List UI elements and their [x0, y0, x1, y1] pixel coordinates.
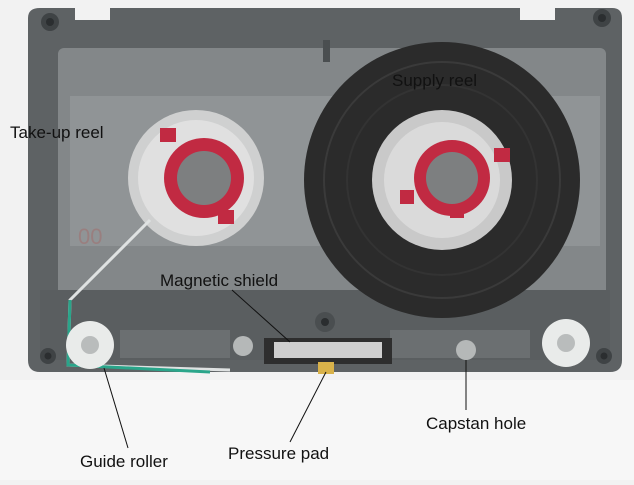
leader-lines	[103, 289, 467, 449]
capstan-hole-right	[456, 340, 476, 360]
supply-reel-label: Supply reel	[392, 71, 478, 90]
svg-text:00: 00	[78, 224, 102, 249]
leader-line-pressure-pad	[289, 371, 327, 443]
guide-roller-label: Guide roller	[80, 452, 168, 471]
caption-area	[0, 380, 634, 480]
take-up-reel-label: Take-up reel	[10, 123, 104, 142]
leader-tape	[66, 299, 211, 374]
capstan-hole-label: Capstan hole	[426, 414, 527, 433]
leader-line-magnetic-shield	[231, 289, 291, 343]
supply-reel	[304, 42, 580, 318]
guide-roller-left	[66, 321, 114, 369]
pressure-pad-assembly	[264, 312, 392, 374]
capstan-hole-left	[233, 336, 253, 356]
leader-line-guide-roller	[103, 367, 129, 449]
pressure-pad-label: Pressure pad	[228, 444, 330, 463]
take-up-reel	[128, 110, 264, 246]
magnetic-shield-label: Magnetic shield	[160, 271, 279, 290]
guide-roller-right	[542, 319, 590, 367]
